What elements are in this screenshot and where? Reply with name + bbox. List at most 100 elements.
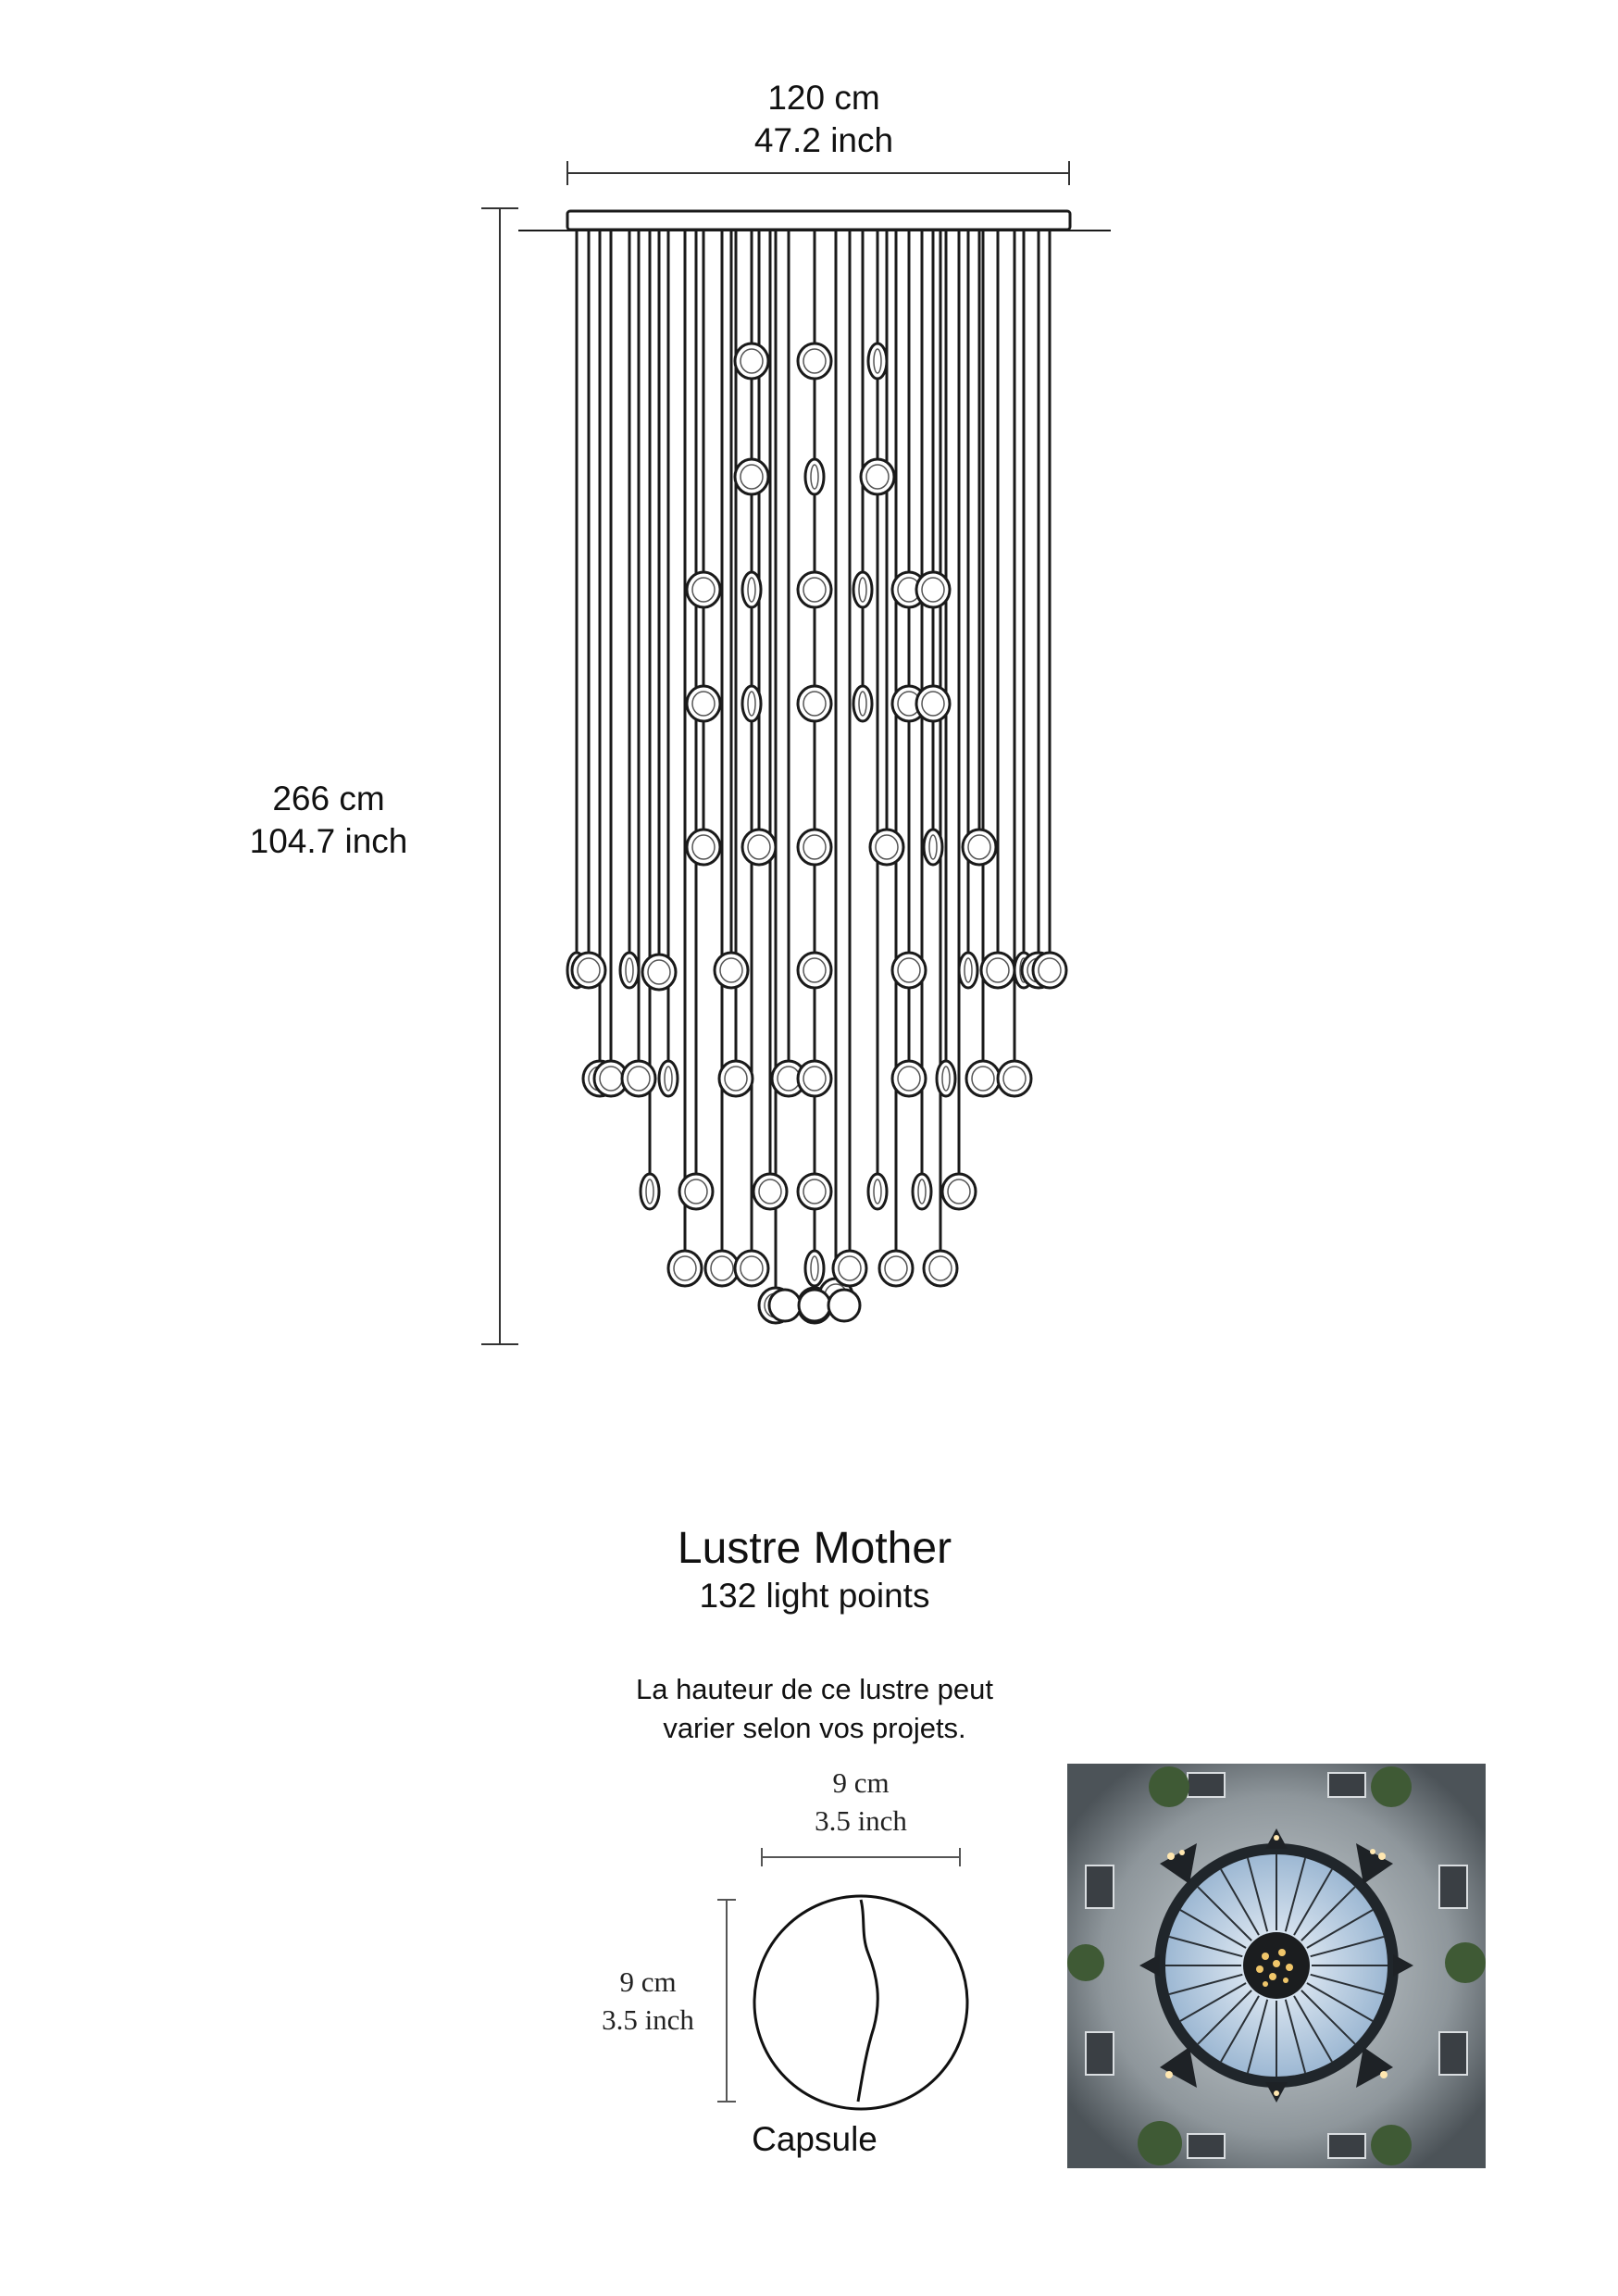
chandelier-width-label: 120 cm 47.2 inch xyxy=(648,77,1000,162)
dome-rib xyxy=(1246,1999,1269,2074)
light-capsule-inner xyxy=(873,348,882,374)
chandelier-height-inch: 104.7 inch xyxy=(249,822,408,860)
ceiling-canopy xyxy=(518,209,1111,231)
light-capsule-inner xyxy=(971,1066,995,1092)
capsule-label: Capsule xyxy=(752,2120,877,2158)
light-capsule xyxy=(957,951,979,990)
capsule-width-label: 9 cm 3.5 inch xyxy=(768,1764,953,1840)
light-capsule-inner xyxy=(947,1179,971,1204)
product-light-points: 132 light points xyxy=(699,1577,930,1615)
suspension-rods xyxy=(575,231,1052,1292)
dome-rib xyxy=(1284,1999,1307,2074)
light-capsule-inner xyxy=(803,691,827,717)
dome-rib xyxy=(1246,1857,1269,1932)
light-capsule-inner xyxy=(577,957,601,983)
light-capsule xyxy=(866,1172,889,1211)
light-capsule xyxy=(797,1288,832,1323)
light-capsule-inner xyxy=(740,464,764,490)
dome-rib xyxy=(1179,1909,1247,1949)
dome-rib xyxy=(1197,1990,1252,2045)
light-capsule-inner xyxy=(897,1066,921,1092)
height-dimension-line xyxy=(481,207,518,1345)
dome-rib xyxy=(1197,1886,1252,1941)
capsule-width-cm: 9 cm xyxy=(832,1766,890,1799)
light-capsule xyxy=(852,570,874,609)
light-capsule-inner xyxy=(917,1179,927,1204)
dome-rib xyxy=(1168,1973,1243,1996)
dome-rib xyxy=(1301,1886,1356,1941)
light-capsule-inner xyxy=(838,1255,862,1281)
light-capsule xyxy=(911,1172,933,1211)
dome-rib xyxy=(1306,1909,1374,1949)
light-capsule-inner xyxy=(691,691,716,717)
light-capsule-inner xyxy=(1002,1066,1027,1092)
chandelier-height-cm: 266 cm xyxy=(272,780,385,817)
capsule-width-dimension-line xyxy=(761,1848,961,1866)
capsule-height-label: 9 cm 3.5 inch xyxy=(569,1963,727,2039)
light-capsule-inner xyxy=(803,834,827,860)
chandelier-width-cm: 120 cm xyxy=(767,79,880,117)
light-capsule-inner xyxy=(884,1255,908,1281)
light-capsule-inner xyxy=(625,957,634,983)
light-capsule-inner xyxy=(664,1066,673,1092)
light-capsule-inner xyxy=(758,1179,782,1204)
light-capsule-inner xyxy=(740,348,764,374)
light-capsule xyxy=(639,1172,661,1211)
light-capsule-inner xyxy=(803,348,827,374)
light-capsule xyxy=(803,457,826,496)
light-capsule-inner xyxy=(691,577,716,603)
light-capsule-inner xyxy=(941,1066,951,1092)
light-capsule-inner xyxy=(803,1066,827,1092)
light-capsule-inner xyxy=(710,1255,734,1281)
light-capsule-inner xyxy=(875,834,899,860)
light-capsule-inner xyxy=(803,1179,827,1204)
dome-rib xyxy=(1293,1868,1333,1936)
light-capsule-inner xyxy=(967,834,991,860)
dome-rib xyxy=(1179,1982,1247,2022)
light-capsule-inner xyxy=(897,957,921,983)
light-capsule-inner xyxy=(810,464,819,490)
product-name: Lustre Mother xyxy=(677,1524,952,1573)
light-capsule-inner xyxy=(673,1255,697,1281)
light-capsule xyxy=(935,1059,957,1098)
light-capsule-inner xyxy=(921,691,945,717)
atrium-photo-illustration xyxy=(1067,1764,1486,2168)
light-capsule-inner xyxy=(627,1066,651,1092)
dome-rib xyxy=(1284,1857,1307,1932)
capsule-width-inch: 3.5 inch xyxy=(815,1804,907,1837)
product-note-line2: varier selon vos projets. xyxy=(663,1712,966,1744)
light-capsule-inner xyxy=(691,834,716,860)
light-capsule xyxy=(866,342,889,381)
light-capsule xyxy=(741,570,763,609)
light-capsule xyxy=(827,1288,862,1323)
light-capsule-inner xyxy=(803,577,827,603)
light-capsule-inner xyxy=(747,577,756,603)
capsule-outline xyxy=(753,1894,969,2111)
capsule-height-inch: 3.5 inch xyxy=(602,2003,694,2036)
dome-rib xyxy=(1168,1935,1243,1958)
light-capsule xyxy=(922,828,944,867)
capsule-height-dimension-line xyxy=(717,1899,736,2103)
light-capsules xyxy=(566,342,1068,1325)
light-capsule xyxy=(741,684,763,723)
light-capsule-inner xyxy=(684,1179,708,1204)
light-capsule xyxy=(852,684,874,723)
light-capsule-inner xyxy=(865,464,890,490)
product-title-block: Lustre Mother 132 light points xyxy=(555,1523,1074,1617)
light-capsule-inner xyxy=(740,1255,764,1281)
light-capsule-inner xyxy=(921,577,945,603)
dome-rib xyxy=(1306,1982,1374,2022)
light-capsule-inner xyxy=(928,834,938,860)
dome-rib xyxy=(1301,1990,1356,2045)
light-capsule-inner xyxy=(1038,957,1062,983)
chandelier-width-inch: 47.2 inch xyxy=(753,121,894,159)
dome-rib xyxy=(1220,1995,1260,2063)
width-dimension-line xyxy=(566,161,1070,185)
dome-rib xyxy=(1310,1935,1385,1958)
light-capsule-inner xyxy=(873,1179,882,1204)
dome-rib xyxy=(1220,1868,1260,1936)
capsule-height-cm: 9 cm xyxy=(619,1965,677,1998)
light-capsule xyxy=(657,1059,679,1098)
light-capsule-inner xyxy=(810,1255,819,1281)
